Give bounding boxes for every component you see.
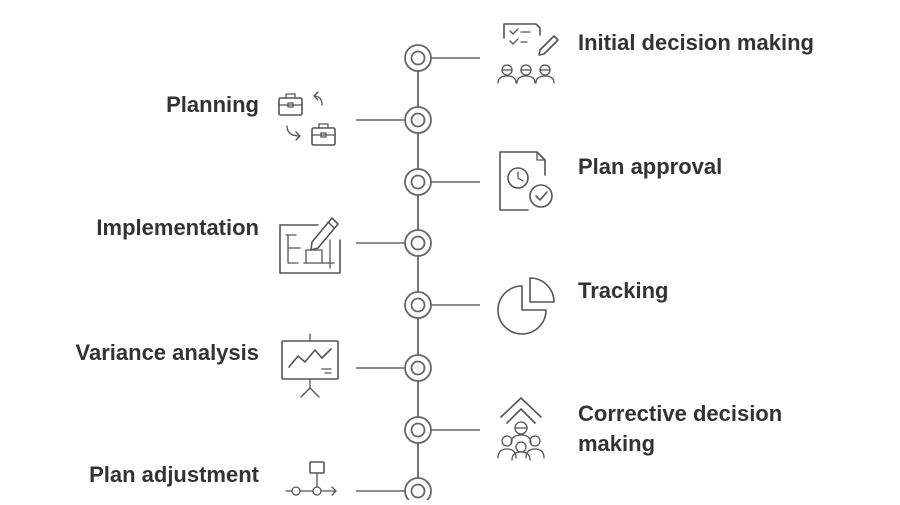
timeline-node-3: [404, 168, 432, 196]
flowchart-icon: [285, 461, 337, 496]
timeline-node-1: [404, 44, 432, 72]
presentation-chart-icon: [281, 333, 339, 398]
pie-chart-icon: [497, 277, 555, 335]
step-label-plan-approval: Plan approval: [578, 154, 723, 179]
team-arrow-up-icon: [497, 397, 545, 461]
checklist-team-icon: [497, 23, 559, 84]
step-label-line-2: making: [578, 431, 656, 456]
step-label-planning: Planning: [166, 92, 259, 117]
blueprint-pencil-icon: [279, 217, 341, 274]
step-label-implementation: Implementation: [96, 215, 259, 240]
step-label-line-1: Corrective decision: [578, 401, 783, 426]
step-label-tracking: Tracking: [578, 278, 669, 303]
timeline-node-6: [404, 354, 432, 382]
timeline-node-5: [404, 291, 432, 319]
step-label-corrective-decision-making: Corrective decision making: [578, 399, 782, 459]
timeline-node-4: [404, 229, 432, 257]
briefcase-transfer-icon: [278, 91, 336, 146]
step-label-initial-decision-making: Initial decision making: [578, 30, 814, 55]
document-clock-check-icon: [499, 151, 553, 211]
timeline-node-8: [404, 477, 432, 505]
timeline-node-2: [404, 106, 432, 134]
timeline-node-7: [404, 416, 432, 444]
step-label-variance-analysis: Variance analysis: [75, 340, 259, 365]
step-label-plan-adjustment: Plan adjustment: [89, 462, 259, 487]
